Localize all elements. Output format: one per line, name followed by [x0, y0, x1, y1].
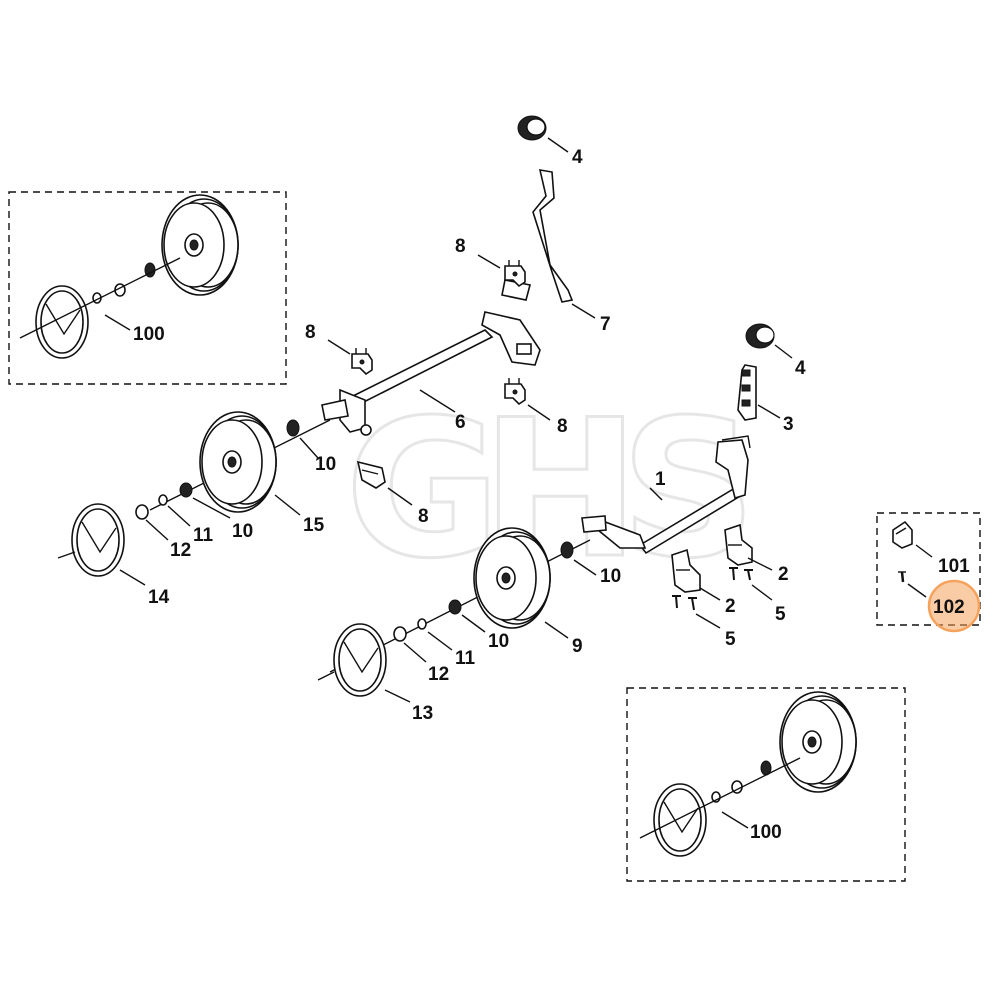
- rear-wheel-group: 10 15 10 11 12 14: [57, 411, 336, 608]
- callout-100: 100: [133, 324, 165, 345]
- lower-bracket-right: 2 5: [724, 523, 789, 625]
- dashed-frame: [876, 512, 981, 626]
- callout-3: 3: [783, 414, 794, 435]
- callout-8: 8: [557, 416, 568, 437]
- washer-11: [417, 618, 427, 630]
- optional-wheel-kit-top-left: 100: [8, 191, 287, 385]
- callout-10: 10: [232, 521, 253, 542]
- callout-12: 12: [428, 664, 449, 685]
- hubcap-13: [333, 623, 387, 697]
- callout-13: 13: [412, 703, 433, 724]
- callout-9: 9: [572, 636, 583, 657]
- height-lever-front: 4 3: [737, 323, 806, 435]
- bracket-8-top: 8: [455, 236, 526, 287]
- bearing-10: [448, 599, 462, 615]
- callout-11: 11: [193, 525, 214, 546]
- callout-102: 102: [933, 597, 965, 618]
- wheel: [779, 691, 857, 793]
- callout-11: 11: [455, 648, 476, 669]
- washer-12: [393, 626, 407, 642]
- lever: [532, 169, 574, 303]
- callout-7: 7: [600, 314, 611, 335]
- hubcap: [35, 285, 89, 359]
- bracket-8-bottom: 8: [356, 460, 429, 527]
- callout-2: 2: [778, 564, 789, 585]
- washer-12: [135, 504, 149, 520]
- washer-11: [158, 494, 168, 506]
- axle-stub: [581, 515, 607, 533]
- wheel: [161, 194, 239, 296]
- height-lever-rear: 4 7: [517, 115, 611, 335]
- bearing-10: [179, 482, 193, 498]
- bearing-10: [286, 419, 300, 437]
- watermark: GHS: [345, 379, 743, 600]
- hubcap: [653, 783, 707, 857]
- callout-6: 6: [455, 412, 466, 433]
- front-wheel-group: 10 9 10 11 12 13: [317, 527, 621, 724]
- clip: [892, 520, 913, 549]
- callout-8: 8: [418, 506, 429, 527]
- callout-8: 8: [305, 322, 316, 343]
- callout-5: 5: [725, 629, 736, 650]
- bearing-10: [560, 541, 574, 559]
- callout-2: 2: [725, 596, 736, 617]
- dashed-frame: [626, 687, 906, 882]
- lower-bracket-left: 2 5: [671, 548, 736, 650]
- wheel-9: [473, 527, 551, 629]
- callout-4: 4: [795, 358, 806, 379]
- callout-15: 15: [303, 515, 325, 536]
- optional-wheel-kit-bottom-right: 100: [626, 687, 906, 882]
- callout-10: 10: [315, 454, 336, 475]
- bracket-2: [671, 548, 701, 593]
- bracket-8-left: 8: [305, 322, 373, 375]
- callout-12: 12: [170, 540, 191, 561]
- callout-5: 5: [775, 604, 786, 625]
- height-plate: [715, 439, 749, 500]
- callout-100: 100: [750, 822, 782, 843]
- callout-14: 14: [148, 587, 170, 608]
- fixing-kit-box: 101 102: [876, 512, 981, 633]
- callout-4: 4: [572, 147, 583, 168]
- hubcap-14: [71, 503, 125, 577]
- callout-10: 10: [488, 631, 509, 652]
- rear-axle-assembly: 6: [321, 279, 541, 436]
- dashed-frame: [8, 191, 287, 385]
- callout-10: 10: [600, 566, 621, 587]
- callout-1: 1: [655, 469, 666, 490]
- axle-stub: [321, 399, 349, 421]
- bracket-8-mid: 8: [504, 377, 568, 437]
- wheel-15: [199, 411, 277, 513]
- callout-8: 8: [455, 236, 466, 257]
- front-axle-assembly: 1: [581, 435, 751, 555]
- callout-101: 101: [938, 556, 970, 577]
- highlight-circle: [927, 579, 981, 633]
